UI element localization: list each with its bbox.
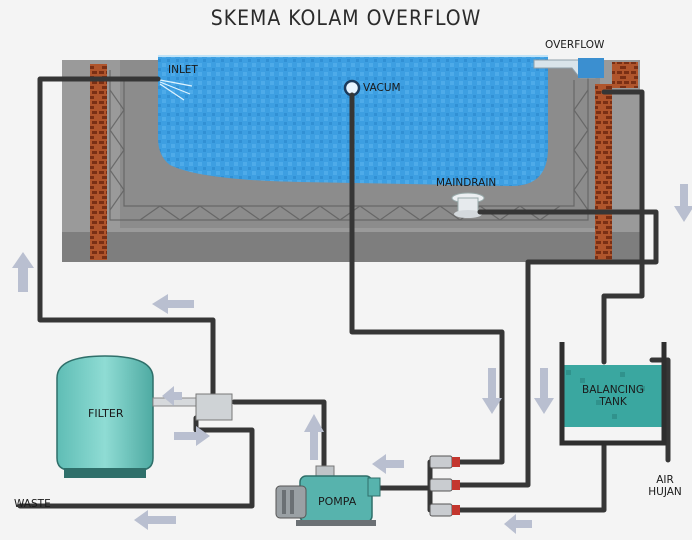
label-overflow: OVERFLOW [545,39,605,51]
diagram-title: SKEMA KOLAM OVERFLOW [210,6,482,30]
flow-arrows [12,184,692,534]
label-air-hujan: AIR HUJAN [648,474,682,498]
inlet-jet [159,79,193,101]
label-maindrain: MAINDRAIN [436,177,497,189]
label-pompa: POMPA [318,495,357,508]
label-waste: WASTE [14,498,51,510]
pompa-pump [275,465,381,526]
label-balancing-tank: BALANCING TANK [582,384,644,408]
maindrain-fitting [451,192,485,218]
label-vacum: VACUM [363,82,401,94]
brick-wall-right-top [612,62,638,88]
brick-wall-left [90,64,107,260]
filter-tank [56,355,233,478]
label-filter: FILTER [88,407,124,420]
manifold-valves [429,455,460,517]
brick-wall-right [595,84,612,260]
label-inlet: INLET [168,64,198,76]
balancing-tank [559,342,667,446]
overflow-gutter [533,58,604,79]
